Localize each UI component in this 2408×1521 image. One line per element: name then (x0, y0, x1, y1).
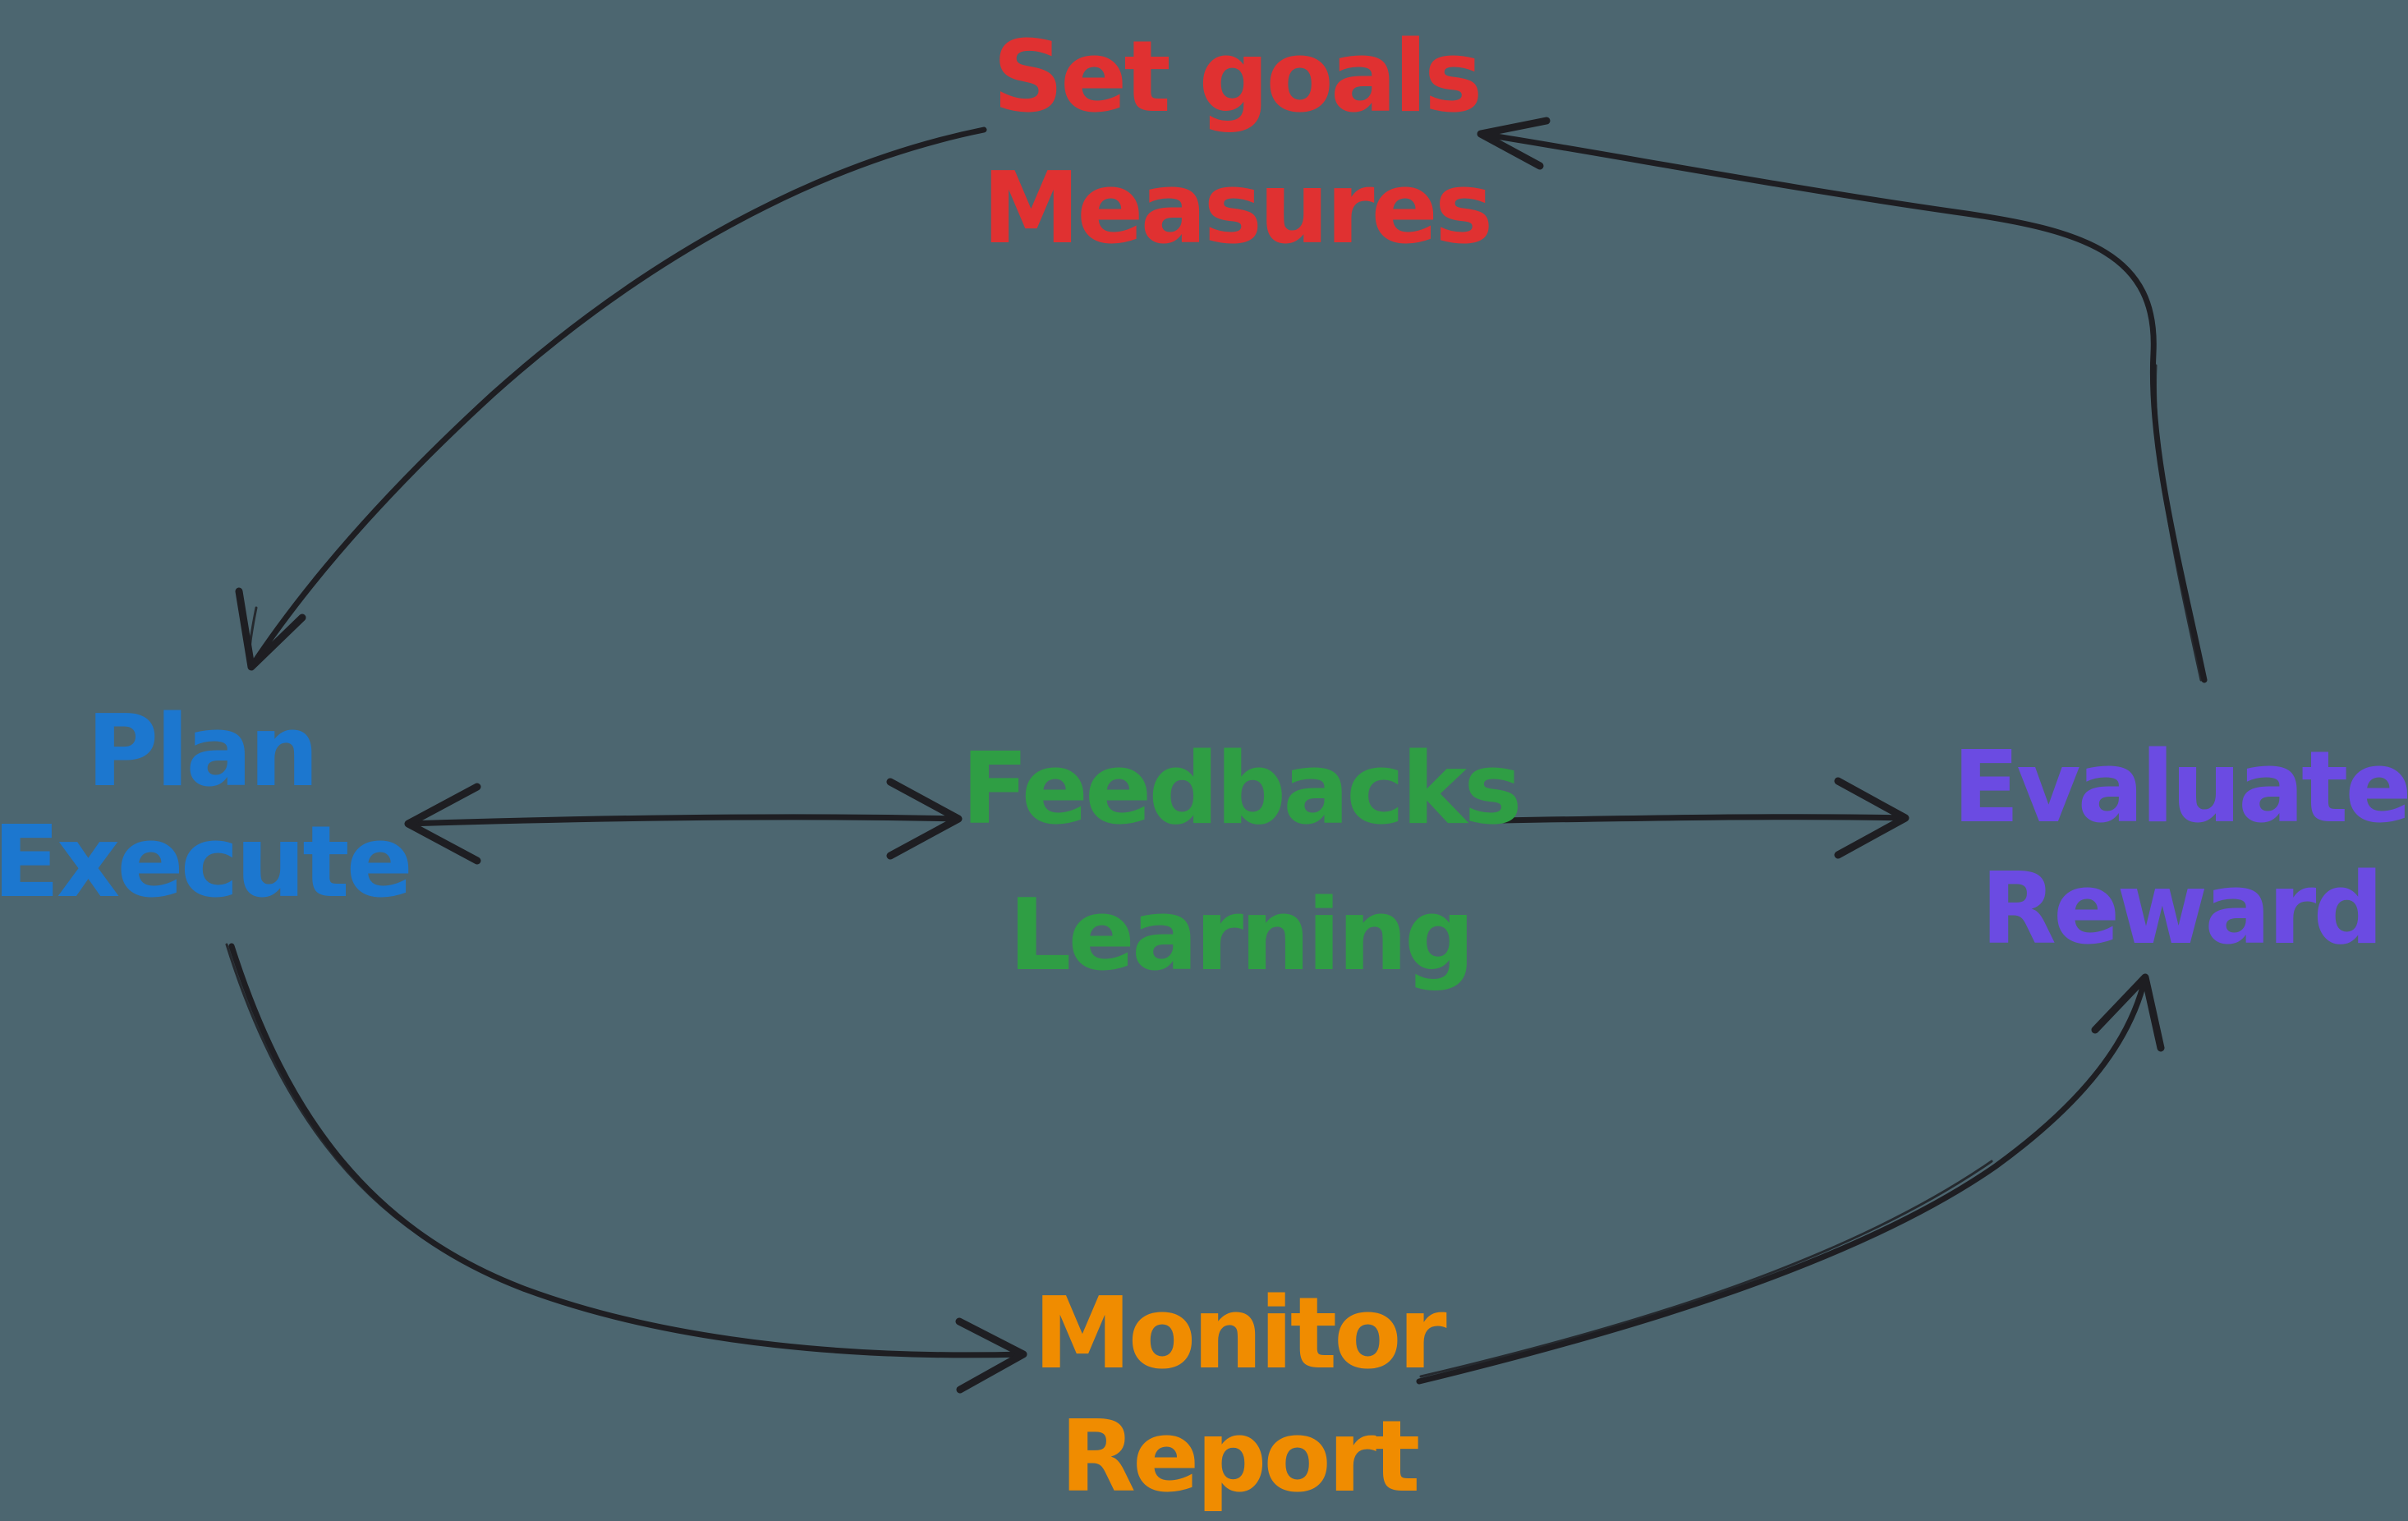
arrow-report-to-evaluate (1416, 973, 2165, 1385)
node-label-line: Set goals (992, 21, 1483, 135)
node-label-line: Execute (0, 806, 413, 920)
node-label-line: Feedbacks (961, 733, 1522, 847)
node-monitor-report: Monitor Report (951, 1273, 1526, 1519)
node-feedbacks-learning: Feedbacks Learning (953, 717, 1528, 1009)
arrow-evaluate-to-set-goals (1477, 117, 2208, 683)
arrow-execute-to-monitor (225, 943, 1027, 1394)
node-label-line: Measures (981, 152, 1494, 266)
node-label-line: Learning (1009, 879, 1475, 993)
node-label-line: Plan (86, 695, 319, 809)
node-evaluate-reward: Evaluate Reward (1893, 728, 2408, 971)
node-label-line: Report (1059, 1400, 1421, 1514)
node-set-goals-measures: Set goals Measures (866, 12, 1606, 275)
arrow-plan-feedbacks-bidirectional (404, 778, 963, 865)
arrow-set-goals-to-plan (235, 126, 987, 671)
node-label-line: Reward (1980, 852, 2384, 967)
node-label-line: Evaluate (1952, 731, 2408, 845)
node-plan-execute: Plan Execute (0, 696, 452, 918)
arrow-feedbacks-to-evaluate (1497, 777, 1909, 859)
node-label-line: Monitor (1033, 1277, 1446, 1391)
